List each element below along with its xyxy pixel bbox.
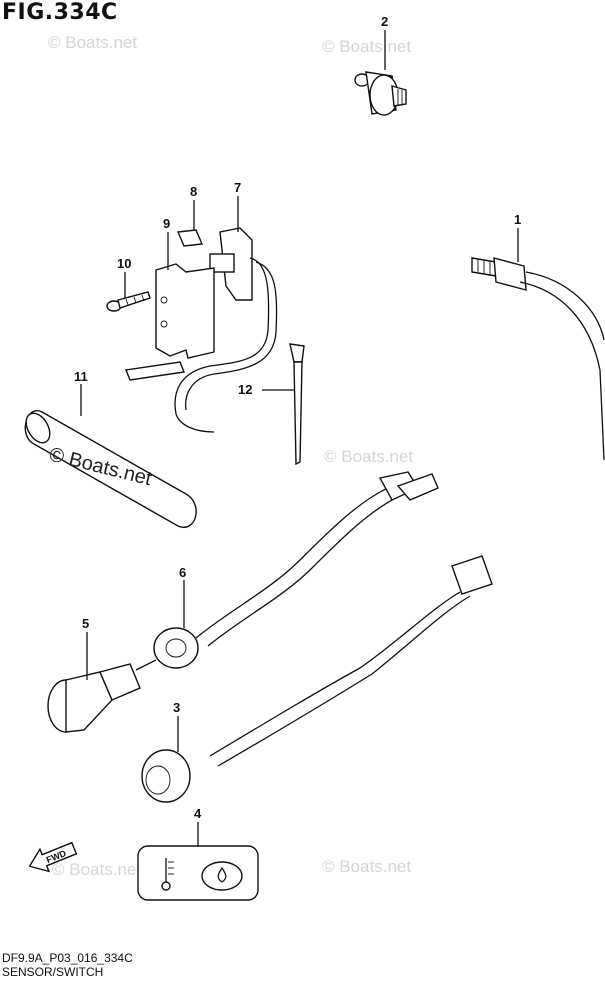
watermark: © Boats.net xyxy=(52,860,141,879)
part-8-grommet[interactable] xyxy=(176,229,204,247)
callout-5: 5 xyxy=(82,616,89,631)
oil-pressure-icon xyxy=(201,861,243,891)
part-1-temperature-sensor[interactable] xyxy=(471,228,605,461)
thermometer-icon xyxy=(161,858,174,891)
part-2-pressure-switch[interactable] xyxy=(354,30,407,116)
callout-8: 8 xyxy=(190,184,197,199)
part-12-cable-tie[interactable] xyxy=(289,343,305,466)
callout-9: 9 xyxy=(163,216,170,231)
figure-code: DF9.9A_P03_016_334C xyxy=(2,951,133,965)
watermark: © Boats.net xyxy=(48,33,137,52)
figure-caption: SENSOR/SWITCH xyxy=(2,965,104,979)
callout-4: 4 xyxy=(194,806,202,821)
part-9-bracket[interactable] xyxy=(125,263,215,381)
watermark: © Boats.net xyxy=(322,857,411,876)
callout-10: 10 xyxy=(117,256,131,271)
callout-3: 3 xyxy=(173,700,180,715)
part-7-switch-assembly[interactable] xyxy=(174,227,278,433)
callout-6: 6 xyxy=(179,565,186,580)
part-10-screw[interactable] xyxy=(106,291,151,312)
callout-12: 12 xyxy=(238,382,252,397)
callout-2: 2 xyxy=(381,14,388,29)
watermark: © Boats.net xyxy=(322,37,411,56)
callout-11: 11 xyxy=(74,369,88,384)
part-5-switch[interactable] xyxy=(47,659,157,733)
callout-7: 7 xyxy=(234,180,241,195)
part-6-harness-grommet[interactable] xyxy=(153,471,439,669)
part-11-protective-tube[interactable] xyxy=(21,409,197,529)
figure-footer: DF9.9A_P03_016_334C SENSOR/SWITCH xyxy=(2,951,133,979)
part-3-switch-harness[interactable] xyxy=(141,555,493,803)
watermark: © Boats.net xyxy=(324,447,413,466)
figure-title: FIG.334C xyxy=(2,0,118,25)
callout-1: 1 xyxy=(514,212,521,227)
part-4-label-plate[interactable] xyxy=(137,845,259,901)
